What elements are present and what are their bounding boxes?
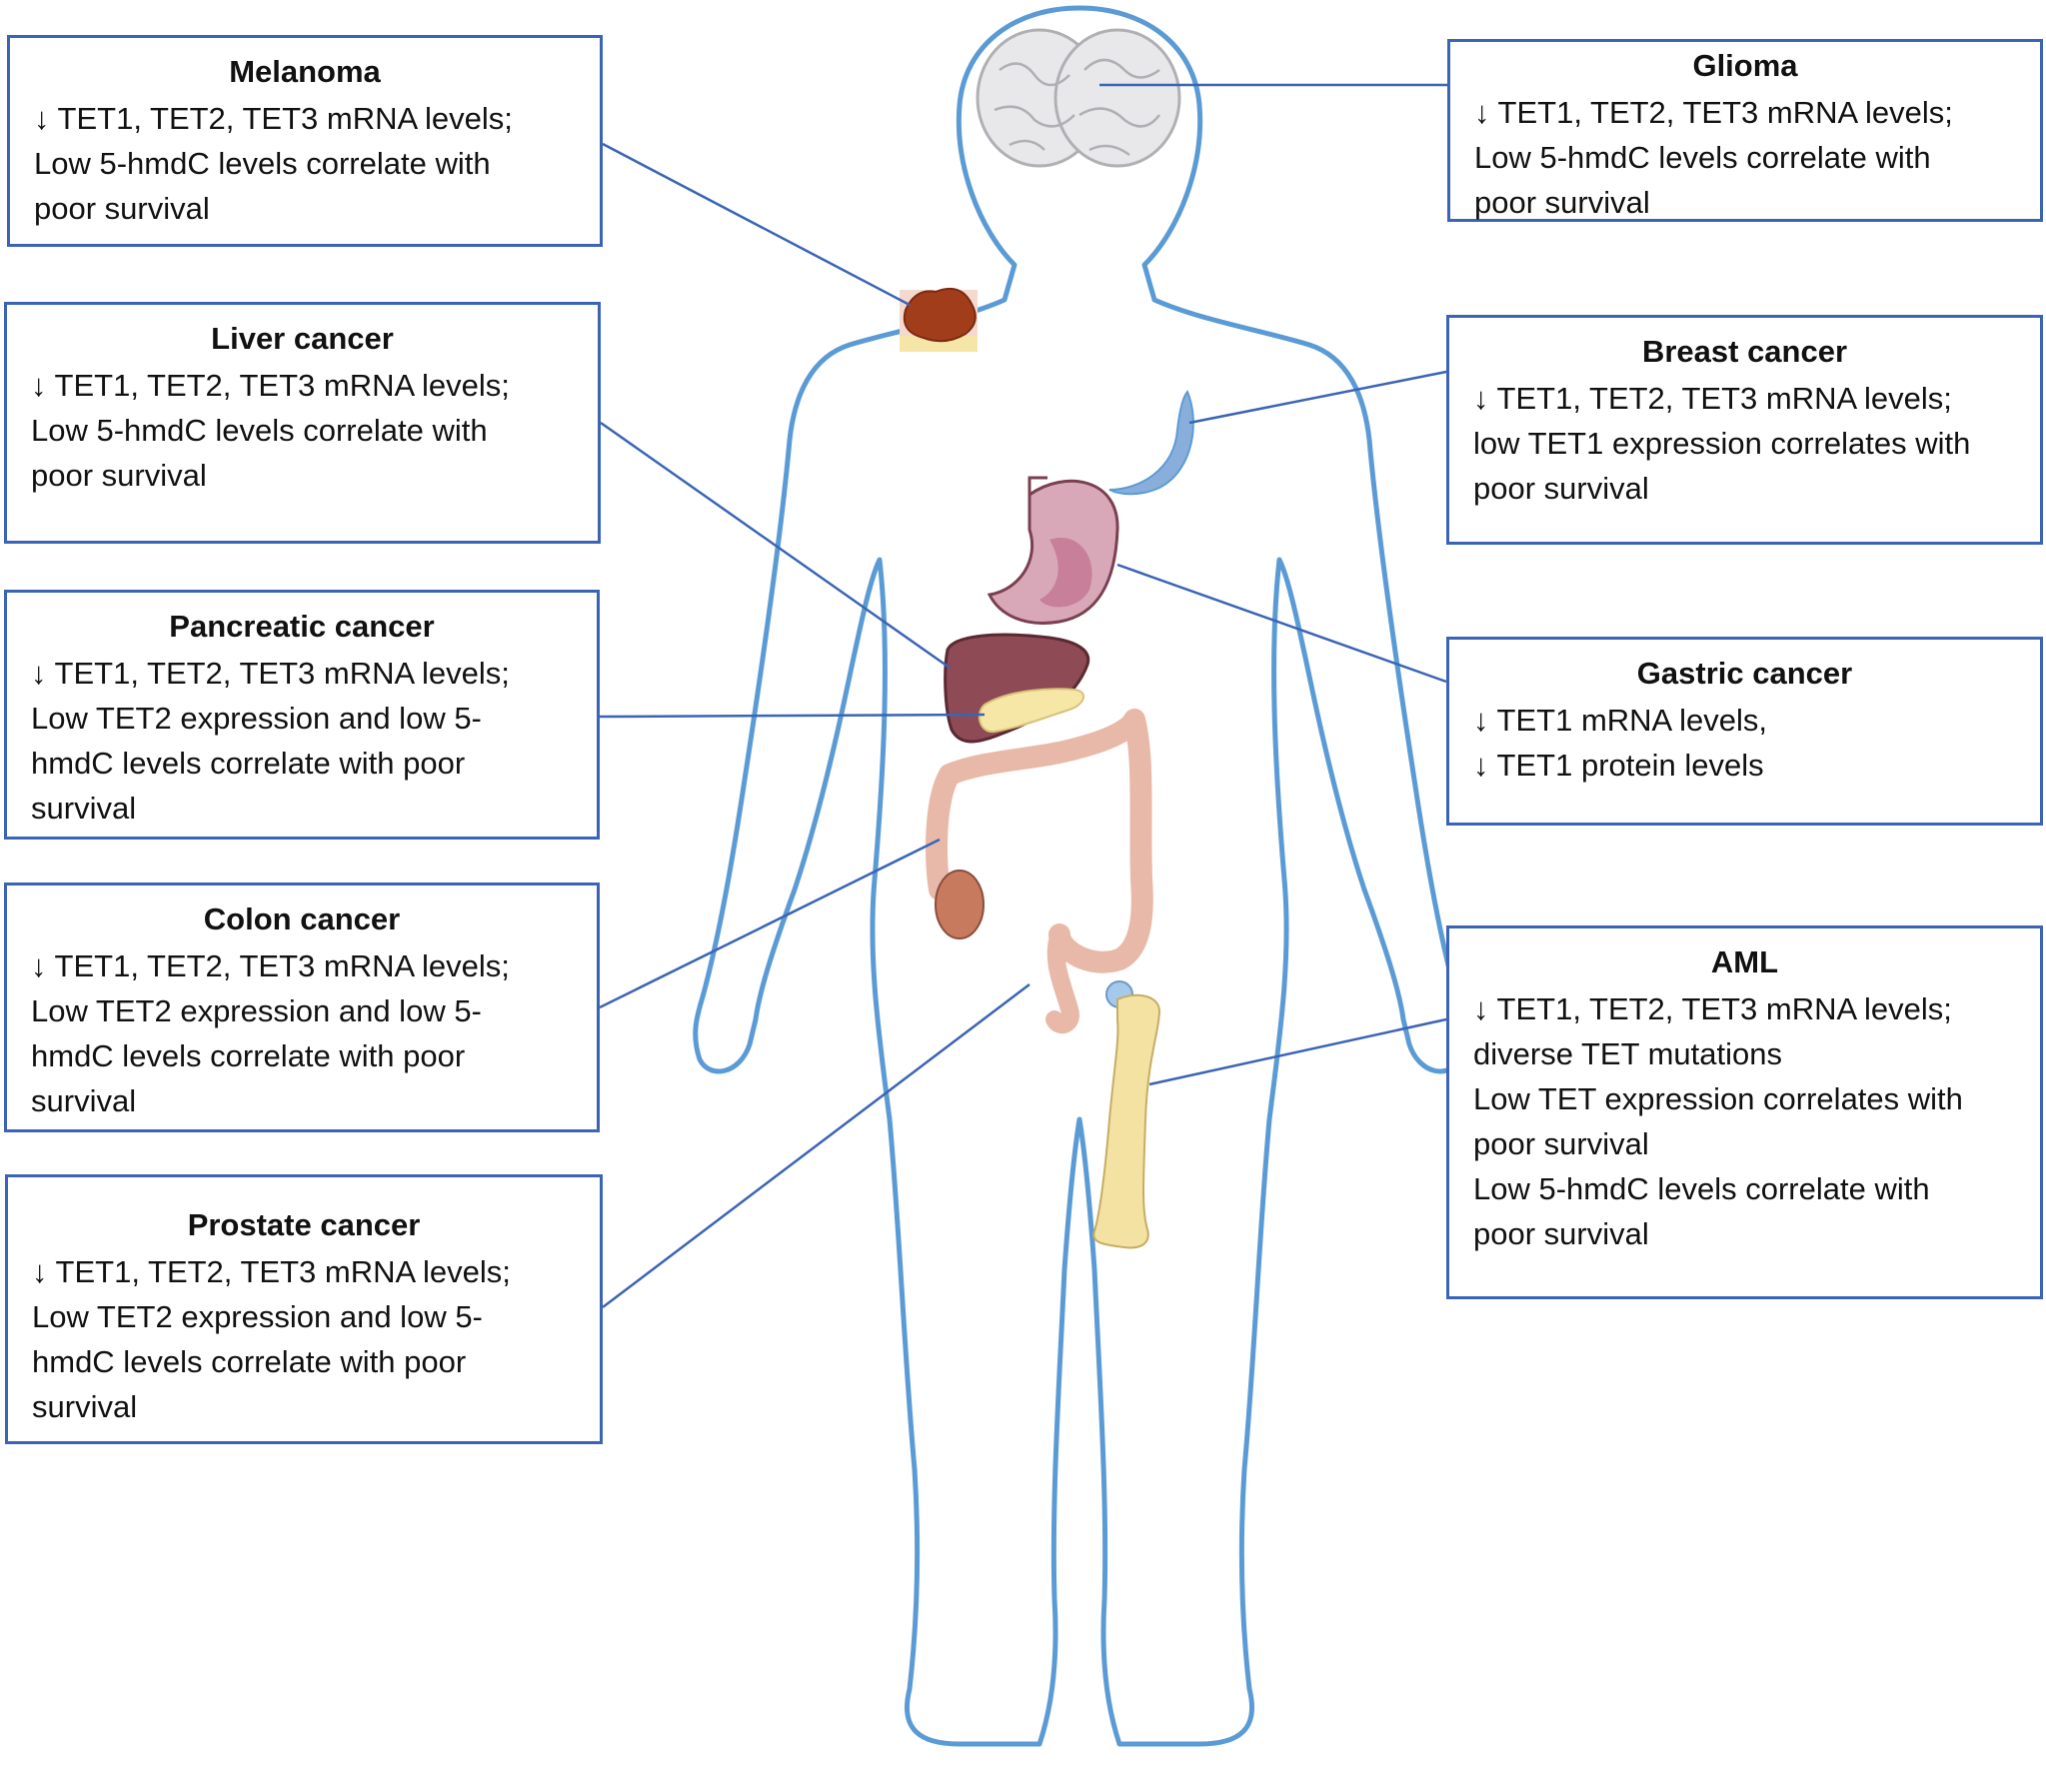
connector-prostate	[602, 983, 1030, 1308]
melanoma-line-1: ↓ TET1, TET2, TET3 mRNA levels;	[34, 101, 513, 136]
prostate-line-4: survival	[32, 1389, 138, 1424]
gastric-line-1: ↓ TET1 mRNA levels,	[1473, 703, 1768, 738]
aml-line-4: poor survival	[1473, 1126, 1649, 1161]
connector-breast	[1188, 370, 1447, 425]
glioma-line-2: Low 5-hmdC levels correlate with	[1474, 140, 1931, 175]
aml-line-6: poor survival	[1473, 1216, 1649, 1251]
gastric-title: Gastric cancer	[1636, 656, 1853, 691]
aml-line-5: Low 5-hmdC levels correlate with	[1473, 1171, 1930, 1206]
colon-icon	[926, 709, 1153, 1034]
liver-line-1: ↓ TET1, TET2, TET3 mRNA levels;	[31, 368, 510, 403]
femur-icon	[1092, 980, 1161, 1249]
pancreas-icon	[978, 688, 1084, 734]
body-outline	[693, 5, 1466, 1747]
connector-pancreatic	[599, 713, 986, 719]
liver-line-3: poor survival	[31, 458, 207, 493]
prostate-line-1: ↓ TET1, TET2, TET3 mRNA levels;	[32, 1254, 511, 1289]
pancreatic-line-1: ↓ TET1, TET2, TET3 mRNA levels;	[31, 656, 510, 691]
glioma-title: Glioma	[1692, 48, 1798, 83]
melanoma-title: Melanoma	[229, 54, 381, 89]
pancreatic-line-2: Low TET2 expression and low 5-	[31, 701, 482, 736]
connector-colon	[599, 838, 941, 1009]
liver-line-2: Low 5-hmdC levels correlate with	[31, 413, 488, 448]
prostate-title: Prostate cancer	[187, 1207, 421, 1242]
glioma-line-3: poor survival	[1474, 185, 1650, 220]
gastric-box: Gastric cancer ↓ TET1 mRNA levels, ↓ TET…	[1446, 637, 2043, 826]
aml-title: AML	[1710, 944, 1779, 979]
aml-line-3: Low TET expression correlates with	[1473, 1081, 1963, 1116]
connector-melanoma	[602, 142, 911, 307]
glioma-line-1: ↓ TET1, TET2, TET3 mRNA levels;	[1474, 95, 1953, 130]
prostate-line-3: hmdC levels correlate with poor	[32, 1344, 467, 1379]
stomach-icon	[987, 476, 1119, 625]
aml-box: AML ↓ TET1, TET2, TET3 mRNA levels; dive…	[1446, 925, 2043, 1299]
liver-title: Liver cancer	[211, 321, 394, 356]
pancreatic-box: Pancreatic cancer ↓ TET1, TET2, TET3 mRN…	[4, 590, 600, 840]
breast-title: Breast cancer	[1641, 334, 1848, 369]
prostate-box: Prostate cancer ↓ TET1, TET2, TET3 mRNA …	[5, 1174, 603, 1444]
aml-line-2: diverse TET mutations	[1473, 1036, 1782, 1071]
colon-line-4: survival	[31, 1083, 137, 1118]
connector-aml	[1148, 1017, 1447, 1086]
brain-icon	[976, 28, 1181, 168]
breast-line-1: ↓ TET1, TET2, TET3 mRNA levels;	[1473, 381, 1952, 416]
colon-line-2: Low TET2 expression and low 5-	[31, 993, 482, 1028]
pancreatic-title: Pancreatic cancer	[169, 609, 435, 644]
pancreatic-line-3: hmdC levels correlate with poor	[31, 746, 466, 781]
colon-title: Colon cancer	[203, 901, 401, 936]
liver-box: Liver cancer ↓ TET1, TET2, TET3 mRNA lev…	[4, 302, 601, 544]
melanoma-line-3: poor survival	[34, 191, 210, 226]
connector-gastric	[1116, 563, 1447, 684]
gastric-line-2: ↓ TET1 protein levels	[1473, 748, 1764, 783]
prostate-line-2: Low TET2 expression and low 5-	[32, 1299, 483, 1334]
colon-box: Colon cancer ↓ TET1, TET2, TET3 mRNA lev…	[4, 883, 600, 1132]
glioma-box: Glioma ↓ TET1, TET2, TET3 mRNA levels; L…	[1447, 39, 2043, 222]
connector-liver	[600, 421, 951, 670]
aml-line-1: ↓ TET1, TET2, TET3 mRNA levels;	[1473, 991, 1952, 1026]
skin-lesion-icon	[900, 288, 978, 352]
breast-contour	[1108, 390, 1194, 496]
melanoma-box: Melanoma ↓ TET1, TET2, TET3 mRNA levels;…	[7, 35, 603, 247]
colon-line-3: hmdC levels correlate with poor	[31, 1038, 466, 1073]
colon-line-1: ↓ TET1, TET2, TET3 mRNA levels;	[31, 948, 510, 983]
breast-box: Breast cancer ↓ TET1, TET2, TET3 mRNA le…	[1446, 315, 2043, 545]
melanoma-line-2: Low 5-hmdC levels correlate with	[34, 146, 491, 181]
breast-line-2: low TET1 expression correlates with	[1473, 426, 1971, 461]
breast-line-3: poor survival	[1473, 471, 1649, 506]
connector-lines	[599, 83, 1447, 1308]
pancreatic-line-4: survival	[31, 791, 137, 826]
